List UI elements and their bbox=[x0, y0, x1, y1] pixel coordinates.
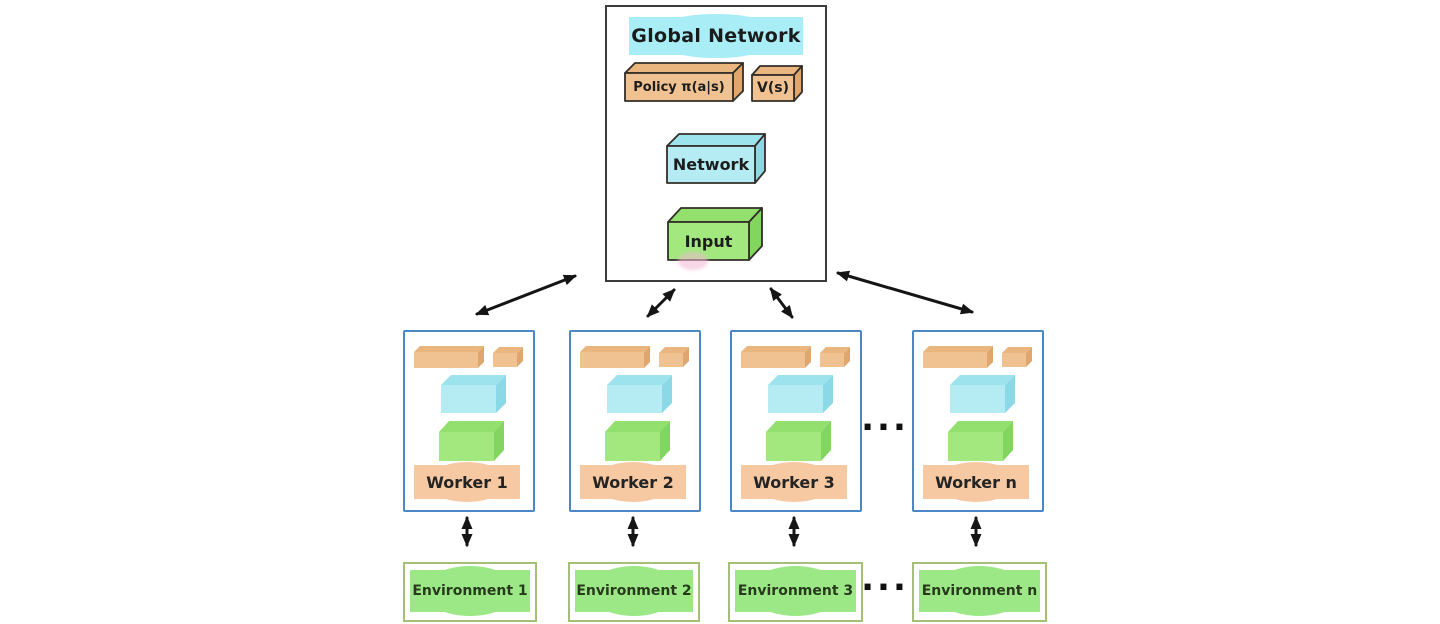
worker-label-text: Worker 3 bbox=[753, 472, 835, 492]
policy-box-shape bbox=[624, 62, 744, 102]
environment-box-2: Environment 2 bbox=[568, 562, 700, 622]
worker-input-box-icon bbox=[766, 421, 831, 461]
worker-box-1: Worker 1 bbox=[403, 330, 535, 512]
network-box: Network bbox=[665, 132, 767, 185]
worker-policy-bar-icon bbox=[923, 346, 993, 368]
worker-label-text: Worker n bbox=[935, 472, 1017, 492]
value-box: V(s) bbox=[750, 63, 806, 103]
input-label: Input bbox=[684, 231, 733, 251]
environments-ellipsis: ... bbox=[861, 559, 909, 599]
worker-policy-bar-icon bbox=[580, 346, 650, 368]
worker-network-box-icon bbox=[441, 375, 506, 413]
workers-ellipsis: ... bbox=[861, 399, 909, 439]
worker-network-box-icon bbox=[950, 375, 1015, 413]
worker-policy-bar-icon bbox=[414, 346, 484, 368]
worker-value-bar-icon bbox=[1002, 347, 1032, 367]
worker-value-bar-icon bbox=[659, 347, 689, 367]
policy-box: Policy π(a|s) bbox=[623, 61, 747, 103]
worker-box-n: Worker n bbox=[912, 330, 1044, 512]
worker-input-box-icon bbox=[948, 421, 1013, 461]
worker-box-2: Worker 2 bbox=[569, 330, 701, 512]
environment-box-1: Environment 1 bbox=[403, 562, 537, 622]
value-label: V(s) bbox=[757, 80, 789, 96]
global-workern-arrow bbox=[836, 270, 974, 315]
policy-label: Policy π(a|s) bbox=[633, 79, 725, 95]
worker-input-box-icon bbox=[439, 421, 504, 461]
network-label: Network bbox=[672, 155, 750, 174]
input-box: Input bbox=[666, 205, 764, 262]
worker-policy-bar-icon bbox=[741, 346, 811, 368]
worker-label: Worker n bbox=[923, 461, 1029, 503]
value-box-shape bbox=[751, 65, 803, 102]
environment-box-3: Environment 3 bbox=[728, 562, 863, 622]
worker-label-text: Worker 1 bbox=[426, 472, 508, 492]
worker-network-box-icon bbox=[768, 375, 833, 413]
worker-box-3: Worker 3 bbox=[730, 330, 862, 512]
input-box-shape bbox=[667, 207, 763, 261]
environment-label-text: Environment 3 bbox=[737, 583, 854, 599]
environment-label-text: Environment 2 bbox=[576, 583, 692, 599]
environment-label: Environment 2 bbox=[575, 566, 693, 616]
worker-label-text: Worker 2 bbox=[592, 472, 674, 492]
global-worker3-arrow bbox=[769, 287, 794, 319]
worker-label: Worker 2 bbox=[580, 461, 686, 503]
environment-box-n: Environment n bbox=[912, 562, 1047, 622]
global-network-box: Global Network Policy π(a|s) V(s) bbox=[605, 5, 827, 282]
worker-label: Worker 3 bbox=[741, 461, 847, 503]
global-network-title: Global Network bbox=[629, 13, 803, 59]
environment-label-text: Environment n bbox=[921, 583, 1038, 599]
environment-label-text: Environment 1 bbox=[412, 583, 528, 599]
environment-label: Environment 3 bbox=[735, 566, 856, 616]
worker-label: Worker 1 bbox=[414, 461, 520, 503]
global-worker1-arrow bbox=[475, 274, 577, 316]
global-network-title-text: Global Network bbox=[631, 25, 801, 47]
global-worker2-arrow bbox=[646, 288, 676, 318]
worker-value-bar-icon bbox=[820, 347, 850, 367]
environment-label: Environment 1 bbox=[410, 566, 530, 616]
worker-input-box-icon bbox=[605, 421, 670, 461]
worker-network-box-icon bbox=[607, 375, 672, 413]
worker-value-bar-icon bbox=[493, 347, 523, 367]
environment-label: Environment n bbox=[919, 566, 1040, 616]
network-box-shape bbox=[666, 133, 766, 184]
pink-smudge bbox=[678, 252, 708, 270]
